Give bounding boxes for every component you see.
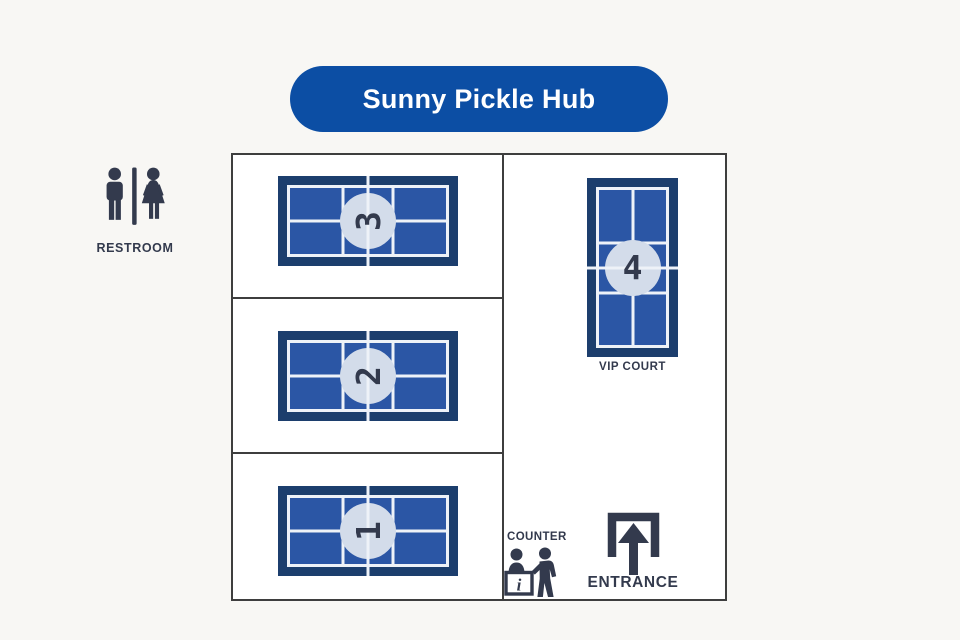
divider-bar (132, 167, 137, 225)
interior-wall-room-divider-upper (233, 297, 504, 299)
woman-icon (141, 167, 165, 219)
floor-plan: 3 2 1 4 V (231, 153, 727, 601)
vip-court-label: VIP COURT (599, 361, 666, 373)
court-2-number: 2 (348, 366, 388, 386)
court-3: 3 (278, 176, 458, 266)
up-arrow-head (618, 523, 649, 543)
court-4-vip: 4 (587, 178, 678, 357)
court-1: 1 (278, 486, 458, 576)
facility-title: Sunny Pickle Hub (362, 83, 596, 114)
court-4-number: 4 (622, 248, 643, 287)
title-banner: Sunny Pickle Hub (290, 66, 668, 132)
net-line (366, 331, 370, 421)
interior-wall-room-divider-lower (233, 452, 504, 454)
court-1-number: 1 (348, 521, 388, 541)
counter-info-desk-icon: i (504, 547, 557, 597)
info-desk (504, 570, 534, 596)
customer-icon (531, 547, 557, 597)
man-icon (106, 167, 123, 220)
net-line (587, 266, 678, 269)
interior-wall-vertical (502, 155, 504, 599)
entrance-label: ENTRANCE (587, 574, 679, 591)
counter-label: COUNTER (507, 531, 567, 543)
court-3-number: 3 (348, 211, 388, 231)
restroom-label: RESTROOM (96, 241, 174, 255)
up-arrow-tail (629, 541, 638, 575)
net-line (366, 486, 370, 576)
info-i-glyph: i (517, 576, 522, 595)
restroom-icon (106, 167, 165, 225)
clerk-icon (508, 548, 525, 574)
court-2: 2 (278, 331, 458, 421)
net-line (366, 176, 370, 266)
entrance-icon (607, 512, 660, 575)
entrance-door-frame (607, 512, 660, 557)
